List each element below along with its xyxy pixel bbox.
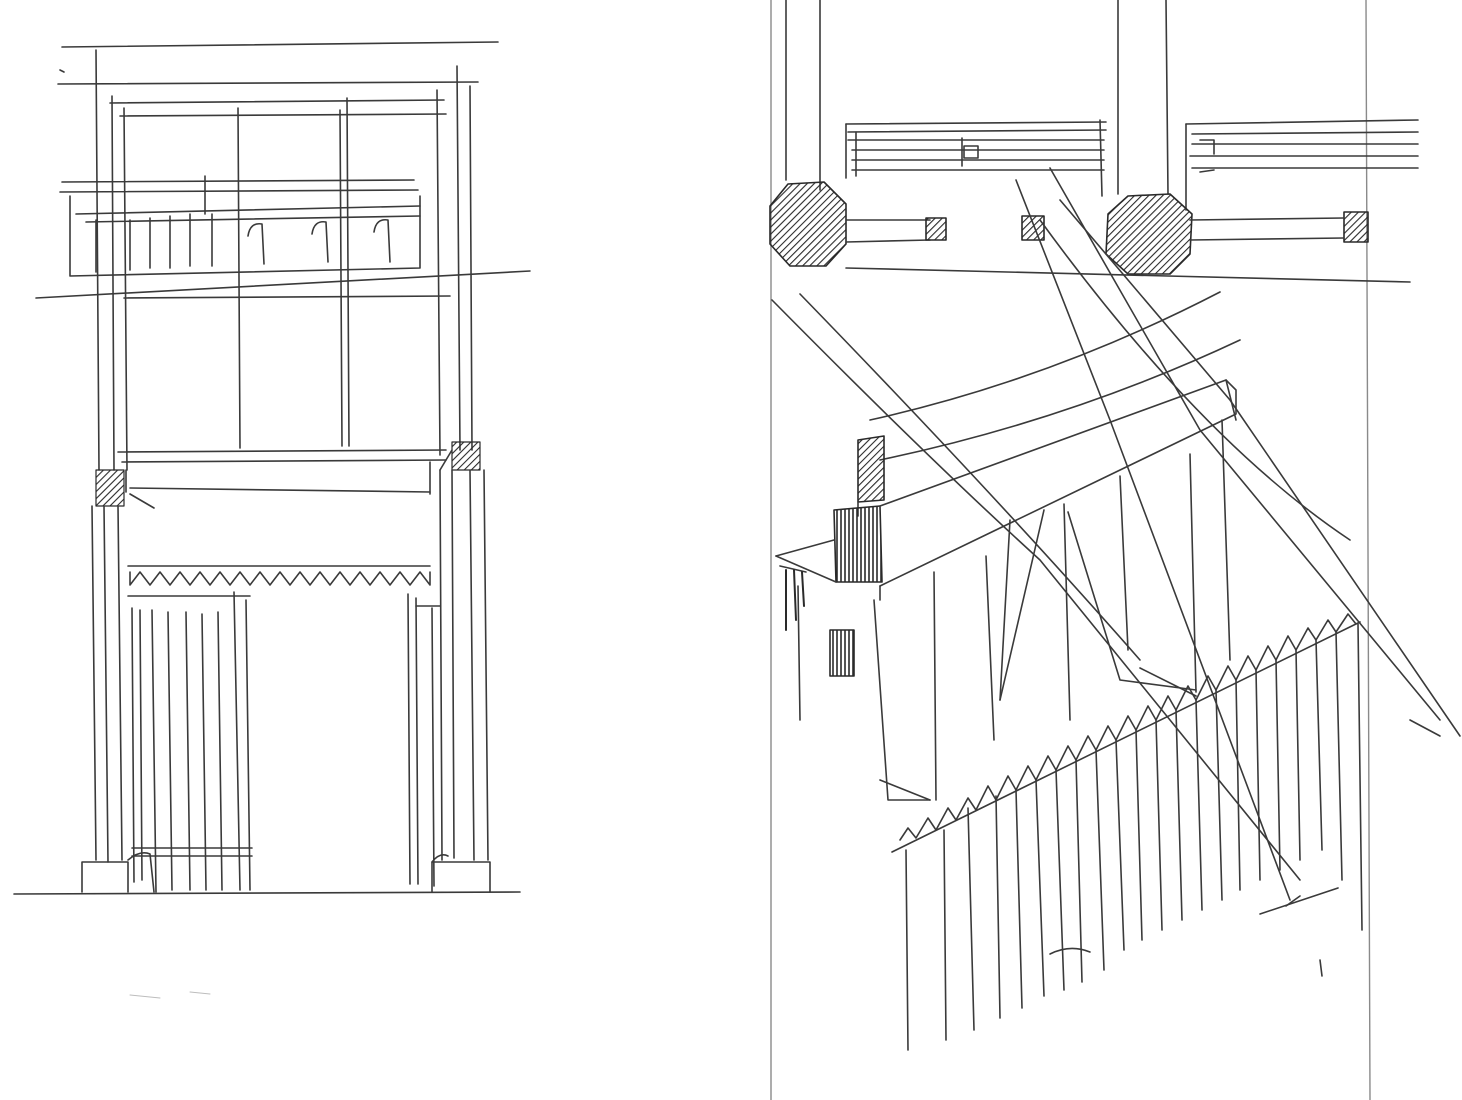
- axonometric-sketch: [769, 0, 1461, 1100]
- elevation-sketch: [13, 41, 531, 999]
